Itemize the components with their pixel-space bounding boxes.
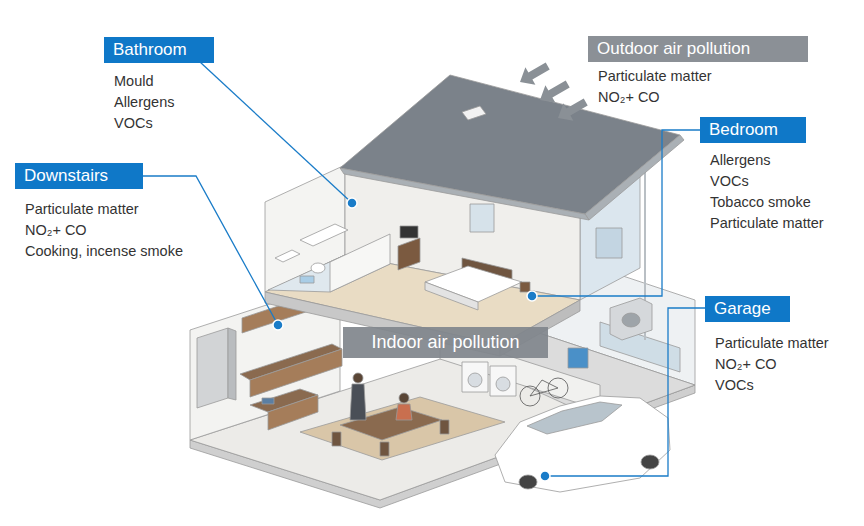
washer [462, 362, 488, 392]
fridge-side [228, 328, 236, 400]
car-window [527, 402, 622, 434]
dryer-door [496, 377, 510, 391]
car-wheel [641, 455, 659, 469]
toilet [311, 263, 325, 273]
room-label: GarageParticulate matterNO₂+ COVOCs [705, 296, 829, 396]
pollutant-item: Allergens [700, 150, 824, 171]
room-label: DownstairsParticulate matterNO₂+ COCooki… [15, 163, 183, 262]
bed [425, 266, 522, 302]
island-front [268, 395, 318, 430]
pollutant-item: Particulate matter [588, 66, 808, 87]
person-body [350, 384, 366, 420]
back-window [470, 204, 494, 232]
roof-edge [585, 135, 684, 220]
fridge [197, 328, 228, 408]
bath-mat [300, 276, 314, 283]
pollutant-item: Particulate matter [705, 333, 829, 354]
dryer [490, 366, 516, 396]
counter-front [250, 349, 342, 397]
nightstand [520, 282, 530, 292]
area-badge: Indoor air pollution [343, 327, 548, 358]
dresser [398, 238, 420, 270]
person-body [396, 404, 412, 420]
pollutant-item: VOCs [700, 171, 824, 192]
pollutant-item: NO₂+ CO [588, 87, 808, 108]
television [400, 226, 418, 238]
section-heading: Downstairs [15, 163, 143, 189]
location-dot [347, 198, 357, 208]
car-body [495, 396, 670, 492]
chair [380, 442, 389, 456]
area-title: Indoor air pollution [343, 327, 548, 358]
pollutant-item: Particulate matter [700, 213, 824, 234]
room-label: Outdoor air pollutionParticulate matterN… [588, 36, 808, 108]
roof-edge [340, 168, 589, 220]
section-heading: Bedroom [700, 117, 806, 143]
person-head [399, 393, 409, 403]
pollutant-item: Particulate matter [15, 199, 183, 220]
bed-side [425, 282, 478, 310]
leader-line [200, 62, 352, 203]
skylight [462, 106, 486, 120]
rug [300, 397, 505, 460]
window [596, 228, 622, 258]
pollutant-item: VOCs [705, 375, 829, 396]
pollutant-item: Tobacco smoke [700, 192, 824, 213]
person-head [353, 373, 363, 383]
section-heading: Garage [705, 296, 790, 322]
washer-door [468, 373, 482, 387]
section-heading: Outdoor air pollution [588, 36, 808, 62]
pollutant-item: NO₂+ CO [15, 220, 183, 241]
laptop [262, 398, 274, 404]
bike-frame [530, 380, 558, 396]
car-wheel [519, 475, 537, 489]
section-heading: Bathroom [104, 37, 214, 63]
pollutant-item: Mould [104, 71, 214, 92]
pollutant-item: Allergens [104, 92, 214, 113]
leader-line [532, 130, 700, 296]
location-dot [273, 320, 283, 330]
inflow-arrow [553, 93, 591, 126]
air-conditioner [610, 298, 652, 340]
leader-line [545, 308, 705, 476]
sink [275, 250, 300, 262]
pollutant-item: Cooking, incense smoke [15, 241, 183, 262]
room-label: BathroomMouldAllergensVOCs [104, 37, 214, 134]
location-dot [540, 471, 550, 481]
location-dot [527, 291, 537, 301]
chair [440, 420, 449, 434]
inflow-arrow [535, 75, 573, 108]
room-label: BedroomAllergensVOCsTobacco smokeParticu… [700, 117, 824, 234]
recycle-bin [568, 348, 588, 368]
inflow-arrow [515, 57, 553, 90]
pollutant-item: NO₂+ CO [705, 354, 829, 375]
pollutant-item: VOCs [104, 113, 214, 134]
chair [332, 432, 341, 446]
bathtub [300, 224, 348, 246]
ac-fan [622, 313, 640, 327]
partition-wall [330, 234, 390, 292]
